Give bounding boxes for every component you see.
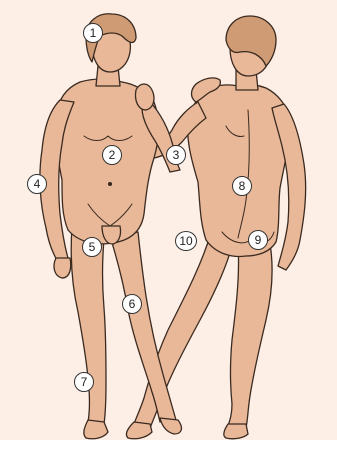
front-figure-left-hand bbox=[54, 258, 71, 278]
marker-10: 10 bbox=[175, 231, 197, 251]
marker-1: 1 bbox=[83, 23, 103, 43]
marker-6: 6 bbox=[122, 294, 142, 314]
marker-9: 9 bbox=[248, 230, 268, 250]
marker-4: 4 bbox=[27, 174, 47, 194]
front-figure-right-foot bbox=[160, 418, 181, 434]
front-figure-navel bbox=[109, 183, 112, 186]
marker-5: 5 bbox=[82, 237, 102, 257]
front-figure-right-hand bbox=[135, 84, 154, 110]
marker-2: 2 bbox=[102, 145, 122, 165]
front-figure-right-leg bbox=[110, 232, 176, 422]
marker-3: 3 bbox=[166, 145, 186, 165]
back-figure-left-foot bbox=[126, 422, 152, 439]
back-figure-right-foot bbox=[224, 424, 248, 439]
marker-7: 7 bbox=[74, 372, 94, 392]
front-figure bbox=[40, 14, 182, 439]
front-figure-left-foot bbox=[84, 420, 108, 439]
marker-8: 8 bbox=[232, 176, 252, 196]
back-figure-right-leg bbox=[228, 244, 272, 428]
